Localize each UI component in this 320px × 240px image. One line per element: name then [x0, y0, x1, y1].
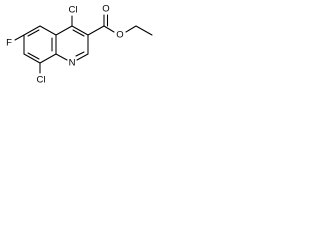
substituent-bonds — [14, 15, 73, 74]
double-bond-c7-c8 — [27, 52, 40, 60]
nitrogen-label: N — [69, 58, 76, 69]
bond-c5-c6 — [23, 25, 41, 36]
bond-c4a-c5 — [39, 25, 57, 36]
pyridine-ring — [55, 25, 89, 61]
double-bond-c5-c6 — [27, 29, 40, 37]
bond-ch2-ch3 — [135, 25, 153, 36]
bond-carbonyl-ester-o — [103, 25, 115, 33]
bond-c4-c3 — [71, 25, 89, 36]
atom-labels: Cl F Cl N O O — [6, 4, 124, 86]
bond-c2-n1 — [76, 53, 89, 61]
bond-c3-carbonyl — [87, 25, 105, 36]
carbonyl-oxygen-label: O — [102, 4, 109, 15]
benzene-ring — [23, 25, 57, 64]
chlorine-bottom-label: Cl — [37, 75, 46, 86]
bond-ester-o-ch2 — [125, 25, 137, 33]
bond-c6-f — [14, 34, 25, 41]
bond-c7-c8 — [23, 53, 41, 64]
fluorine-label: F — [6, 38, 12, 49]
ester-oxygen-label: O — [116, 30, 123, 41]
ester-group — [87, 14, 153, 36]
chlorine-top-label: Cl — [69, 5, 78, 16]
bond-n1-c8a — [55, 53, 68, 61]
double-bond-c4-c3 — [72, 29, 85, 37]
quinoline-structure: Cl F Cl N O O — [6, 4, 153, 86]
bond-c4a-c4 — [55, 25, 73, 36]
bond-c8-c8a — [39, 53, 57, 64]
double-bond-c2-n1 — [75, 51, 85, 57]
